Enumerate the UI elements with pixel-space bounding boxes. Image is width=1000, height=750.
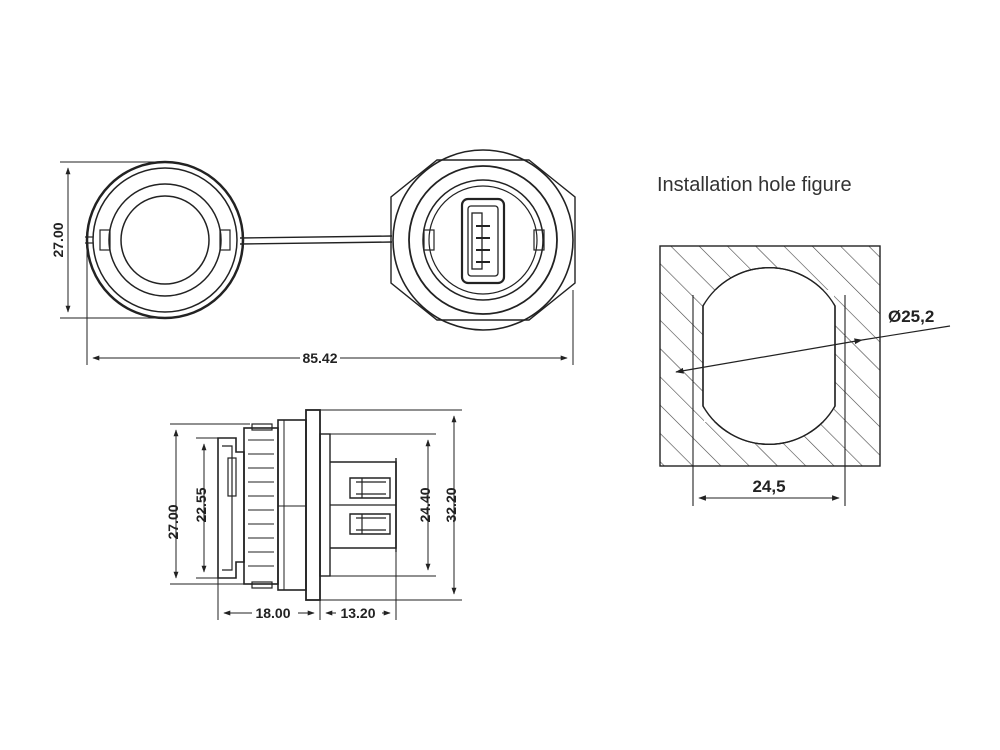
side-width-dimensions: 18.00 13.20	[217, 552, 397, 622]
hole-figure-title: Installation hole figure	[657, 174, 852, 196]
front-width-dimension: 85.42	[86, 240, 574, 366]
side-view: 27.00 22.55 24.40 32.20	[165, 409, 462, 622]
front-view: 27.00 85.42	[50, 149, 576, 366]
receptacle-front	[390, 149, 576, 331]
hole-width-dimension: 24,5	[698, 475, 840, 501]
hole-width-label: 24,5	[752, 477, 785, 496]
thread-lines	[248, 439, 274, 567]
side-height-27-label: 27.00	[165, 504, 181, 539]
front-height-dimension: 27.00	[50, 161, 160, 319]
cap-front	[85, 160, 245, 320]
side-height-32-label: 32.20	[443, 487, 459, 522]
side-width-13-label: 13.20	[340, 605, 375, 621]
side-height-32-dimension: 32.20	[320, 409, 462, 601]
diameter-dimension: Ø25,2	[675, 307, 951, 374]
front-height-label: 27.00	[50, 222, 66, 257]
side-width-18-label: 18.00	[255, 605, 290, 621]
side-height-24-dimension: 24.40	[330, 433, 436, 577]
installation-hole-figure: Installation hole figure Ø25,2 24,5	[657, 174, 951, 506]
side-height-24-label: 24.40	[417, 487, 433, 522]
front-width-label: 85.42	[302, 350, 337, 366]
diameter-label: Ø25,2	[888, 307, 934, 326]
lanyard	[239, 235, 393, 245]
side-height-22-dimension: 22.55	[193, 437, 218, 579]
usb-port	[460, 197, 506, 285]
side-height-22-label: 22.55	[193, 487, 209, 522]
side-height-27-dimension: 27.00	[165, 423, 250, 585]
